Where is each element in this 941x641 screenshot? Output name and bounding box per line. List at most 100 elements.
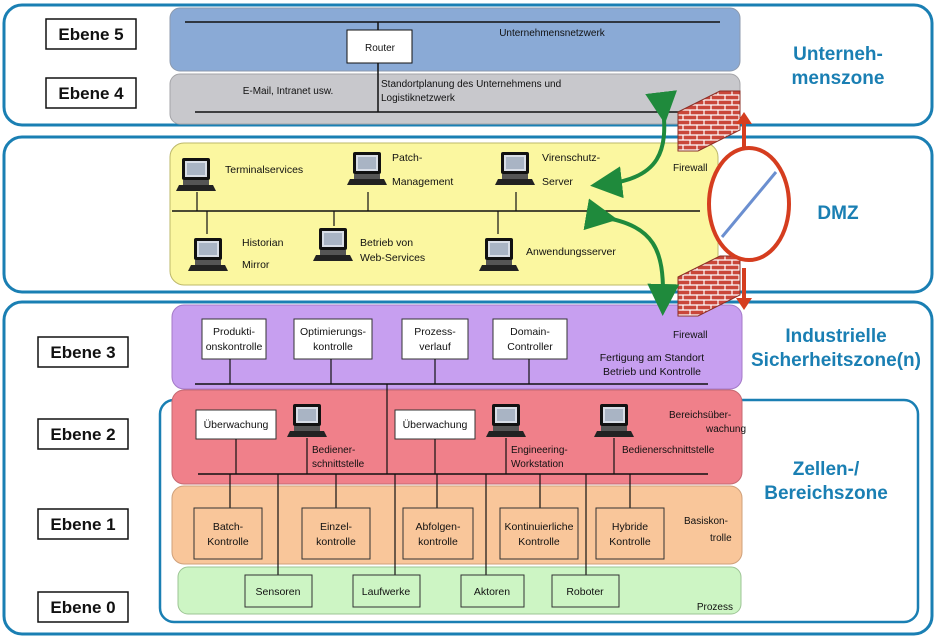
discrete-control-box xyxy=(301,507,371,560)
zone-dmz: DMZ xyxy=(817,203,859,224)
batch-control-line2: Kontrolle xyxy=(207,536,249,548)
domain-controller-box xyxy=(492,318,568,360)
router-box xyxy=(346,29,413,64)
red-arrow-down-icon xyxy=(736,298,752,310)
discrete-control-line1: Einzel- xyxy=(320,521,353,533)
discrete-control-line2: kontrolle xyxy=(316,536,356,548)
zone-cell-line1: Zellen-/ xyxy=(793,459,860,480)
enterprise-network-label: Unternehmensnetzwerk xyxy=(499,28,606,39)
historian-pc-icon xyxy=(188,238,228,271)
router-label: Router xyxy=(365,43,396,54)
level2-label: Ebene 2 xyxy=(50,425,115,444)
green-flow-arrows xyxy=(583,90,680,316)
level5-label: Ebene 5 xyxy=(58,25,123,44)
production-control-line2: onskontrolle xyxy=(206,341,263,353)
basic-control-line2: trolle xyxy=(710,533,732,544)
operator1-label-line2: schnittstelle xyxy=(312,459,365,470)
batch-control-box xyxy=(193,507,263,560)
operator2-label: Bedienerschnittstelle xyxy=(622,445,715,456)
firewall-bottom-icon xyxy=(677,255,741,317)
engineering-label-line1: Engineering- xyxy=(511,445,568,456)
web-pc-icon xyxy=(313,228,353,261)
patch-pc-icon xyxy=(347,152,387,185)
site-ops-line1: Fertigung am Standort xyxy=(600,352,705,364)
continuous-control-line1: Kontinuierliche xyxy=(505,521,574,533)
zone-names: Unterneh- menszone DMZ Industrielle Sich… xyxy=(751,44,921,504)
patch-label-line2: Management xyxy=(392,176,453,188)
continuous-control-line2: Kontrolle xyxy=(518,536,560,548)
sequence-control-line1: Abfolgen- xyxy=(416,521,461,533)
hybrid-control-line1: Hybride xyxy=(612,521,648,533)
hybrid-control-line2: Kontrolle xyxy=(609,536,651,548)
drives-box xyxy=(352,574,421,608)
web-label-line1: Betrieb von xyxy=(360,237,413,249)
process-history-line2: verlauf xyxy=(419,341,451,353)
sequence-control-box xyxy=(402,507,474,560)
red-arrow-up-icon xyxy=(736,112,752,124)
basic-control-line1: Basiskon- xyxy=(684,516,728,527)
planning-label-line2: Logistiknetzwerk xyxy=(381,93,456,104)
terminal-label: Terminalservices xyxy=(225,164,303,176)
historian-label-line2: Mirror xyxy=(242,259,270,271)
operator2-pc-icon xyxy=(594,404,634,437)
optimization-control-box xyxy=(293,318,373,360)
zone-cell-line2: Bereichszone xyxy=(764,483,888,504)
sequence-control-line2: kontrolle xyxy=(418,536,458,548)
robots-box xyxy=(551,574,620,608)
level3-label: Ebene 3 xyxy=(50,343,115,362)
firewall-bottom-label: Firewall xyxy=(673,330,707,341)
zone-enterprise-line1: Unterneh- xyxy=(793,44,883,65)
terminal-pc-icon xyxy=(176,158,216,191)
virus-pc-icon xyxy=(495,152,535,185)
virus-label-line2: Server xyxy=(542,176,573,188)
patch-label-line1: Patch- xyxy=(392,152,423,164)
sensors-label: Sensoren xyxy=(256,586,301,598)
firewall-top-icon xyxy=(677,90,741,152)
batch-control-line1: Batch- xyxy=(213,521,244,533)
hybrid-control-box xyxy=(595,507,665,560)
sensors-box xyxy=(244,574,313,608)
optimization-control-line2: kontrolle xyxy=(313,341,353,353)
virus-label-line1: Virenschutz- xyxy=(542,152,601,164)
level4-label: Ebene 4 xyxy=(58,84,124,103)
level1-label: Ebene 1 xyxy=(50,515,115,534)
monitoring2-label: Überwachung xyxy=(403,419,468,431)
site-ops-line2: Betrieb und Kontrolle xyxy=(603,366,701,378)
actuators-label: Aktoren xyxy=(474,586,510,598)
drives-label: Laufwerke xyxy=(362,586,411,598)
monitoring2-box xyxy=(394,409,476,440)
web-label-line2: Web-Services xyxy=(360,252,425,264)
optimization-control-line1: Optimierungs- xyxy=(300,326,366,338)
zone-industrial-line2: Sicherheitszone(n) xyxy=(751,350,921,371)
planning-label-line1: Standortplanung des Unternehmens und xyxy=(381,79,561,90)
domain-controller-line2: Controller xyxy=(507,341,553,353)
actuators-box xyxy=(460,574,525,608)
area-monitoring-line1: Bereichsüber- xyxy=(669,410,731,421)
engineering-label-line2: Workstation xyxy=(511,459,564,470)
zone-enterprise-line2: menszone xyxy=(792,68,885,89)
level0-label: Ebene 0 xyxy=(50,598,115,617)
process-history-line1: Prozess- xyxy=(414,326,456,338)
process-label: Prozess xyxy=(697,602,733,613)
robots-label: Roboter xyxy=(566,586,604,598)
level-labels: Ebene 5 Ebene 4 Ebene 3 Ebene 2 Ebene 1 … xyxy=(37,18,137,623)
monitoring1-label: Überwachung xyxy=(204,419,269,431)
operator1-pc-icon xyxy=(287,404,327,437)
operator1-label-line1: Bediener- xyxy=(312,445,355,456)
app-pc-icon xyxy=(479,238,519,271)
domain-controller-line1: Domain- xyxy=(510,326,550,338)
area-monitoring-line2: wachung xyxy=(705,424,746,435)
app-label: Anwendungsserver xyxy=(526,246,616,258)
production-control-line1: Produkti- xyxy=(213,326,256,338)
production-control-box xyxy=(201,318,267,360)
historian-label-line1: Historian xyxy=(242,237,284,249)
zone-industrial-line1: Industrielle xyxy=(785,326,886,347)
process-history-box xyxy=(401,318,469,360)
continuous-control-box xyxy=(499,507,579,560)
firewall-top-label: Firewall xyxy=(673,163,707,174)
level5-band xyxy=(169,7,741,72)
engineering-pc-icon xyxy=(486,404,526,437)
monitoring1-box xyxy=(195,409,277,440)
